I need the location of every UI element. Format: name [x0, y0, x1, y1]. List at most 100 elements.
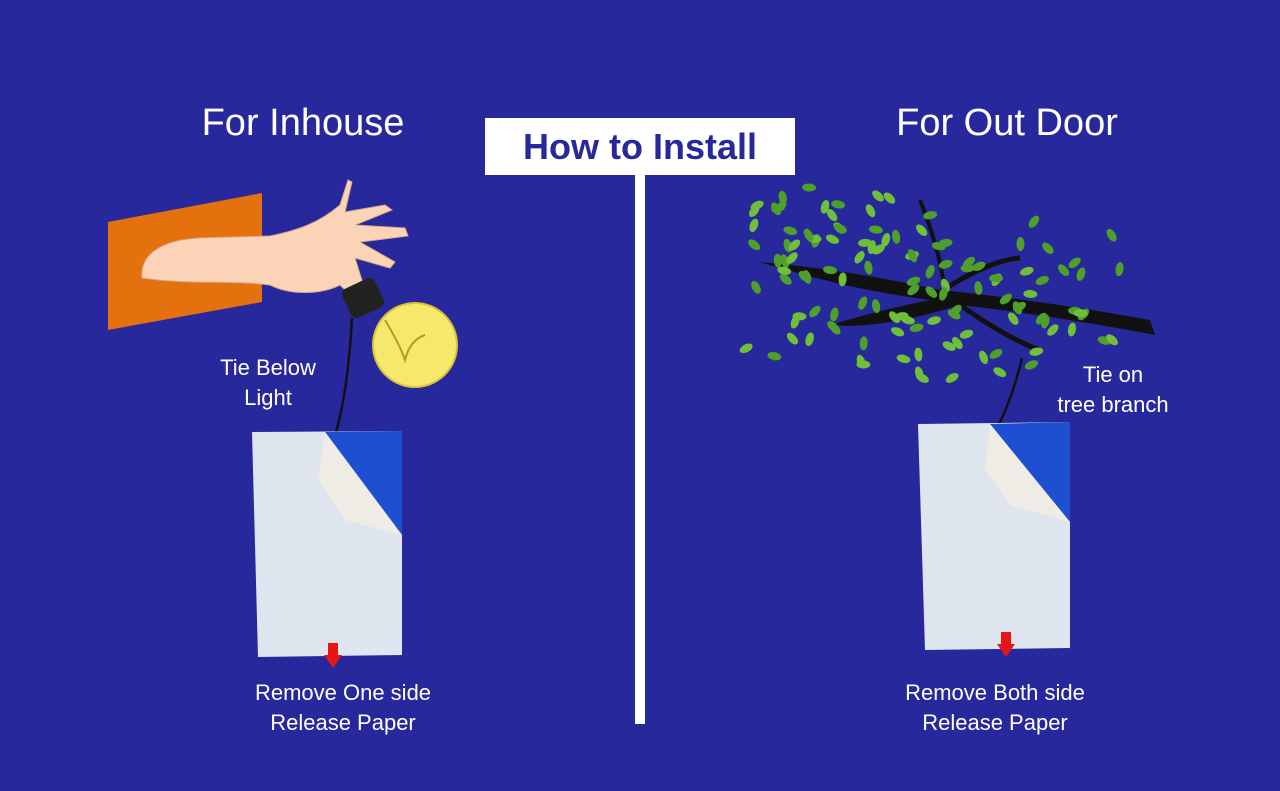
leaf-icon	[838, 272, 847, 287]
inhouse-heading: For Inhouse	[201, 102, 405, 144]
leaf-icon	[916, 224, 928, 237]
leaf-icon	[909, 323, 924, 332]
leaf-icon	[883, 192, 896, 204]
leaf-icon	[779, 273, 792, 285]
leaf-icon	[858, 296, 868, 310]
leaf-icon	[864, 260, 873, 275]
page-title: How to Install	[485, 118, 795, 175]
leaf-icon	[805, 332, 814, 347]
leaf-icon	[792, 312, 807, 321]
leaf-icon	[859, 336, 868, 351]
leaf-icon	[777, 266, 792, 275]
leaf-icon	[925, 286, 938, 298]
leaf-icon	[923, 211, 938, 220]
label-line: Tie Below	[220, 355, 316, 380]
leaf-icon	[1042, 242, 1054, 254]
leaf-icon	[915, 373, 929, 383]
leaf-icon	[1008, 312, 1019, 325]
leaf-icon	[907, 249, 918, 263]
leaf-icon	[889, 311, 901, 324]
leaf-icon	[1106, 334, 1118, 346]
light-bulb-icon	[341, 277, 458, 388]
leaf-icon	[907, 284, 920, 296]
tie-on-branch-label: Tie on tree branch	[1013, 360, 1213, 420]
leaf-icon	[999, 293, 1012, 305]
leaf-icon	[1073, 309, 1088, 318]
leaf-icon	[1068, 257, 1081, 269]
down-arrow-icon	[997, 632, 1015, 657]
leaf-icon	[1020, 266, 1034, 276]
leaf-icon	[786, 252, 798, 264]
leaf-icon	[1035, 312, 1047, 325]
leaf-icon	[823, 265, 838, 275]
leaf-icon	[959, 329, 974, 339]
leaf-icon	[942, 341, 956, 351]
leaf-icon	[914, 347, 923, 362]
leaf-icon	[788, 239, 801, 251]
leaf-icon	[751, 280, 761, 294]
leaf-icon	[989, 348, 1003, 359]
leaf-icon	[786, 332, 799, 345]
leaf-icon	[896, 354, 911, 364]
leaf-icon	[1106, 228, 1117, 242]
leaf-icon	[854, 251, 865, 264]
leaf-icon	[872, 299, 881, 314]
leaf-icon	[1024, 360, 1039, 370]
leaf-icon	[820, 199, 830, 214]
leaf-icon	[1115, 262, 1124, 277]
leaf-icon	[826, 208, 838, 222]
leaf-icon	[803, 228, 814, 242]
leaf-icon	[927, 316, 941, 325]
leaf-icon	[906, 276, 921, 286]
sticky-card-left	[252, 431, 402, 657]
outdoor-heading: For Out Door	[896, 102, 1118, 144]
leaf-icon	[1023, 290, 1038, 299]
leaf-icon	[773, 253, 782, 268]
leaf-icon	[827, 320, 839, 333]
leaf-icon	[778, 190, 787, 205]
label-line: tree branch	[1057, 392, 1169, 417]
leaf-icon	[945, 373, 959, 383]
leaf-icon	[891, 229, 901, 244]
tie-below-light-label: Tie Below Light	[168, 353, 368, 413]
hand-icon	[141, 179, 409, 301]
leaf-icon	[865, 204, 876, 218]
leaf-icon	[891, 327, 905, 337]
leaf-icon	[783, 226, 798, 236]
leaf-icon	[901, 315, 915, 325]
leaf-icon	[939, 287, 948, 301]
remove-both-side-label: Remove Both side Release Paper	[845, 678, 1145, 738]
leaf-icon	[825, 234, 840, 244]
leaf-icon	[960, 264, 975, 273]
label-line: Release Paper	[922, 710, 1068, 735]
sticky-card-right	[918, 422, 1070, 650]
down-arrow-icon	[324, 643, 342, 668]
leaf-icon	[767, 352, 782, 361]
leaf-icon	[925, 265, 935, 279]
leaf-icon	[798, 270, 811, 283]
leaf-icon	[856, 360, 871, 369]
label-line: Remove One side	[254, 680, 432, 705]
leaf-icon	[931, 241, 946, 251]
leaf-icon	[972, 261, 986, 271]
hanging-string	[334, 317, 354, 433]
tree-branch-icon	[739, 183, 1155, 383]
leaf-icon	[1028, 215, 1040, 228]
leaf-icon	[775, 201, 787, 213]
leaf-icon	[989, 274, 1004, 283]
leaf-icon	[938, 259, 953, 269]
label-line: Light	[244, 385, 292, 410]
label-line: Release Paper	[270, 710, 416, 735]
leaf-icon	[868, 225, 883, 234]
label-line: Remove Both side	[905, 680, 1085, 705]
leaf-icon	[1047, 324, 1059, 336]
sign-pole	[635, 175, 645, 724]
leaf-icon	[993, 367, 1007, 378]
leaf-icon	[739, 343, 753, 354]
leaf-icon	[1067, 322, 1077, 337]
leaf-icon	[1035, 275, 1050, 285]
leaf-icon	[1058, 264, 1070, 276]
leaf-icon	[1016, 236, 1025, 251]
leaf-icon	[749, 218, 759, 233]
